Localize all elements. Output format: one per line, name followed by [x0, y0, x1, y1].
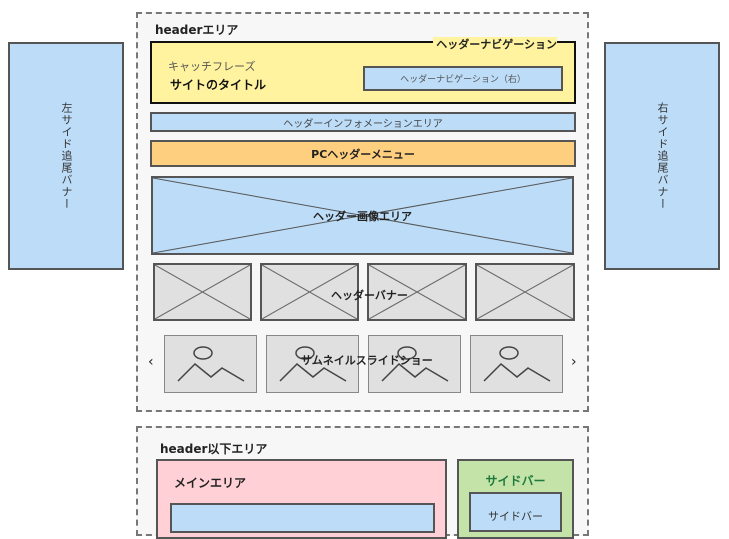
header-image-cross: [153, 178, 572, 253]
header-banner-3[interactable]: [367, 263, 467, 321]
header-banner-4[interactable]: [475, 263, 575, 321]
header-image-area: ヘッダー画像エリア: [151, 176, 574, 255]
thumbnail-4[interactable]: [470, 335, 563, 393]
sidebar-inner: サイドバー: [469, 492, 562, 532]
thumbnail-1[interactable]: [164, 335, 257, 393]
right-side-banner: 右サイド追尾バナー: [604, 42, 720, 270]
sidebar-inner-label: サイドバー: [488, 510, 543, 523]
next-arrow-icon[interactable]: ›: [571, 354, 577, 370]
header-banner-2[interactable]: [260, 263, 359, 321]
header-nav-label: ヘッダーナビゲーション: [433, 37, 557, 52]
header-area-label: headerエリア: [155, 23, 239, 37]
image-placeholder-icon: [279, 346, 347, 382]
header-banner-label: ヘッダーバナー: [331, 289, 408, 302]
main-inner-block: [170, 503, 435, 533]
pc-header-menu[interactable]: PCヘッダーメニュー: [150, 140, 576, 167]
header-nav-right[interactable]: ヘッダーナビゲーション（右）: [363, 66, 563, 91]
sidebar-label: サイドバー: [485, 474, 546, 488]
left-side-banner: 左サイド追尾バナー: [8, 42, 124, 270]
catchphrase: キャッチフレーズ: [168, 60, 256, 73]
image-placeholder-icon: [177, 346, 245, 382]
image-placeholder-icon: [483, 346, 551, 382]
right-side-banner-label: 右サイド追尾バナー: [656, 102, 669, 210]
below-header-area-label: header以下エリア: [160, 442, 268, 456]
main-area-label: メインエリア: [174, 476, 247, 490]
prev-arrow-icon[interactable]: ‹: [148, 354, 154, 370]
left-side-banner-label: 左サイド追尾バナー: [60, 102, 73, 210]
thumbnail-slideshow-label: サムネイルスライドショー: [301, 354, 433, 367]
image-placeholder-icon: [381, 346, 449, 382]
site-title: サイトのタイトル: [170, 78, 267, 92]
header-info-area: ヘッダーインフォメーションエリア: [150, 112, 576, 132]
thumbnail-3[interactable]: [368, 335, 461, 393]
header-image-label: ヘッダー画像エリア: [313, 209, 412, 223]
thumbnail-2[interactable]: [266, 335, 359, 393]
header-banner-1[interactable]: [153, 263, 252, 321]
